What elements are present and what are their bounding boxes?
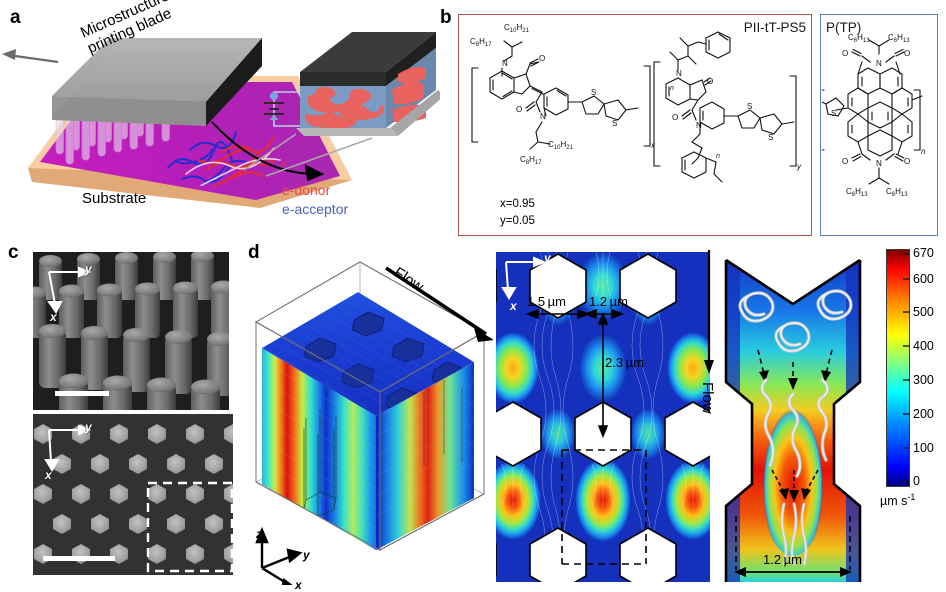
svg-text:n: n xyxy=(670,85,674,92)
axis-label-x-3d: x xyxy=(295,578,302,592)
panel-label-d: d xyxy=(248,242,260,263)
legend-e-acceptor: e-acceptor xyxy=(282,201,349,217)
panel-label-b: b xyxy=(440,7,452,28)
svg-text:n: n xyxy=(716,153,720,160)
polymer-name-left: PII-tT-PS5 xyxy=(743,20,806,35)
svg-text:y: y xyxy=(796,162,802,171)
flow-simulation-3d xyxy=(254,261,493,585)
flow-field-map: y x xyxy=(496,252,710,582)
axis-label-y-tilted: y xyxy=(85,262,92,276)
svg-text:S: S xyxy=(612,119,617,128)
svg-text:C6H13: C6H13 xyxy=(848,33,870,44)
panel-a-illustration xyxy=(2,32,440,208)
dimension-channel-width: 1.2 µm xyxy=(763,552,802,567)
svg-text:O: O xyxy=(904,49,910,58)
axis-indicator-tilted xyxy=(47,266,92,314)
svg-text:C8H17: C8H17 xyxy=(520,155,542,166)
colorbar-tick-0: 0 xyxy=(913,474,920,488)
svg-text:C6H13: C6H13 xyxy=(846,187,868,198)
legend-e-donor: e-donor xyxy=(282,182,331,198)
panel-label-a: a xyxy=(10,7,21,28)
axis-label-y-topdown: y xyxy=(85,420,92,434)
svg-text:O: O xyxy=(842,157,848,166)
substrate-label: Substrate xyxy=(82,190,147,207)
colorbar-unit: µm s-1 xyxy=(880,492,915,508)
svg-text:C8H17: C8H17 xyxy=(470,37,492,48)
svg-text:O: O xyxy=(904,157,910,166)
colorbar-unit-value: µm s xyxy=(880,494,908,509)
svg-text:N: N xyxy=(876,59,882,68)
colorbar-tick-600: 600 xyxy=(913,272,934,286)
svg-text:C6H13: C6H13 xyxy=(886,187,908,198)
axis-label-x-tilted: x xyxy=(50,310,57,324)
axis-label-z-3d: z xyxy=(256,527,262,541)
polymer-name-right: P(TP) xyxy=(826,20,862,35)
svg-text:N: N xyxy=(502,59,508,68)
chemical-structure-ptp: N O O N xyxy=(822,33,926,198)
stoichiometry: x=0.95 y=0.05 xyxy=(500,196,535,229)
sem-image-tilted: y x xyxy=(33,252,229,410)
svg-text:O: O xyxy=(539,54,545,63)
svg-text:n: n xyxy=(921,147,926,156)
colorbar-tick-500: 500 xyxy=(913,305,934,319)
dimension-pillar-width: 1.5 µm xyxy=(527,294,566,309)
scale-bar-topdown xyxy=(43,556,115,561)
x-value: x=0.95 xyxy=(500,198,535,210)
colorbar-tick-670: 670 xyxy=(913,246,934,260)
flow-arrow-vertical xyxy=(704,250,714,374)
sem-image-topdown: y x xyxy=(33,414,233,575)
dimension-pitch-vertical: 2.3 µm xyxy=(605,355,644,370)
svg-text:x: x xyxy=(650,141,656,150)
y-value: y=0.05 xyxy=(500,214,535,227)
colorbar-tick-200: 200 xyxy=(913,407,934,421)
colorbar-tick-300: 300 xyxy=(913,373,934,387)
svg-text:N: N xyxy=(676,69,682,78)
svg-text:O: O xyxy=(516,105,522,114)
svg-text:x: x xyxy=(509,299,518,313)
colorbar-ticks xyxy=(903,253,910,482)
colorbar-tick-100: 100 xyxy=(913,441,934,455)
svg-text:N: N xyxy=(696,121,702,130)
svg-text:N: N xyxy=(876,159,882,168)
svg-text:y: y xyxy=(543,252,552,265)
panel-label-c: c xyxy=(8,242,19,263)
colorbar-tick-400: 400 xyxy=(913,339,934,353)
flow-label-vertical: Flow xyxy=(699,382,716,414)
svg-text:C10H21: C10H21 xyxy=(548,140,574,151)
svg-text:O: O xyxy=(672,113,678,122)
svg-text:S: S xyxy=(747,102,752,111)
svg-text:S: S xyxy=(831,109,836,118)
svg-text:N: N xyxy=(540,112,546,121)
svg-text:S: S xyxy=(591,88,596,97)
svg-text:C10H21: C10H21 xyxy=(504,23,530,34)
polymer-box-pii-tt-ps5 xyxy=(458,14,812,236)
svg-text:O: O xyxy=(842,49,848,58)
axis-label-y-3d: y xyxy=(303,548,310,562)
svg-text:C6H13: C6H13 xyxy=(888,33,910,44)
chemical-structure-pii-tt-ps5: O N O N S xyxy=(470,23,802,183)
colorbar-unit-exponent: -1 xyxy=(907,492,916,502)
dimension-gap-width: 1.2 µm xyxy=(589,294,628,309)
scale-bar-tilted xyxy=(55,391,109,396)
axis-indicator-topdown xyxy=(44,424,92,472)
svg-text:S: S xyxy=(768,133,773,142)
flow-zoom-panel xyxy=(724,258,862,582)
axis-label-x-topdown: x xyxy=(45,468,52,482)
